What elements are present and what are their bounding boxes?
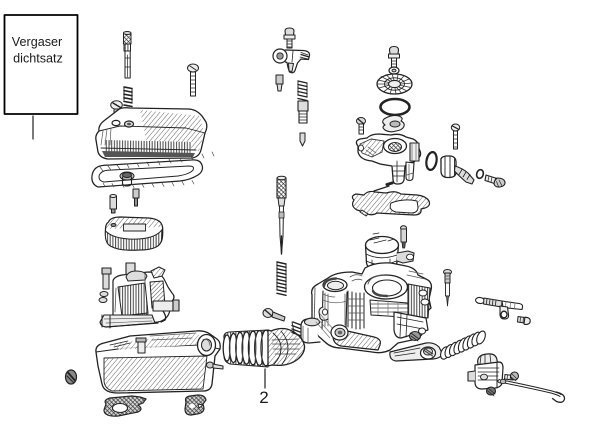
svg-text:dichtsatz: dichtsatz [13,52,63,66]
svg-text:Vergaser: Vergaser [12,35,62,49]
svg-text:2: 2 [259,388,268,407]
